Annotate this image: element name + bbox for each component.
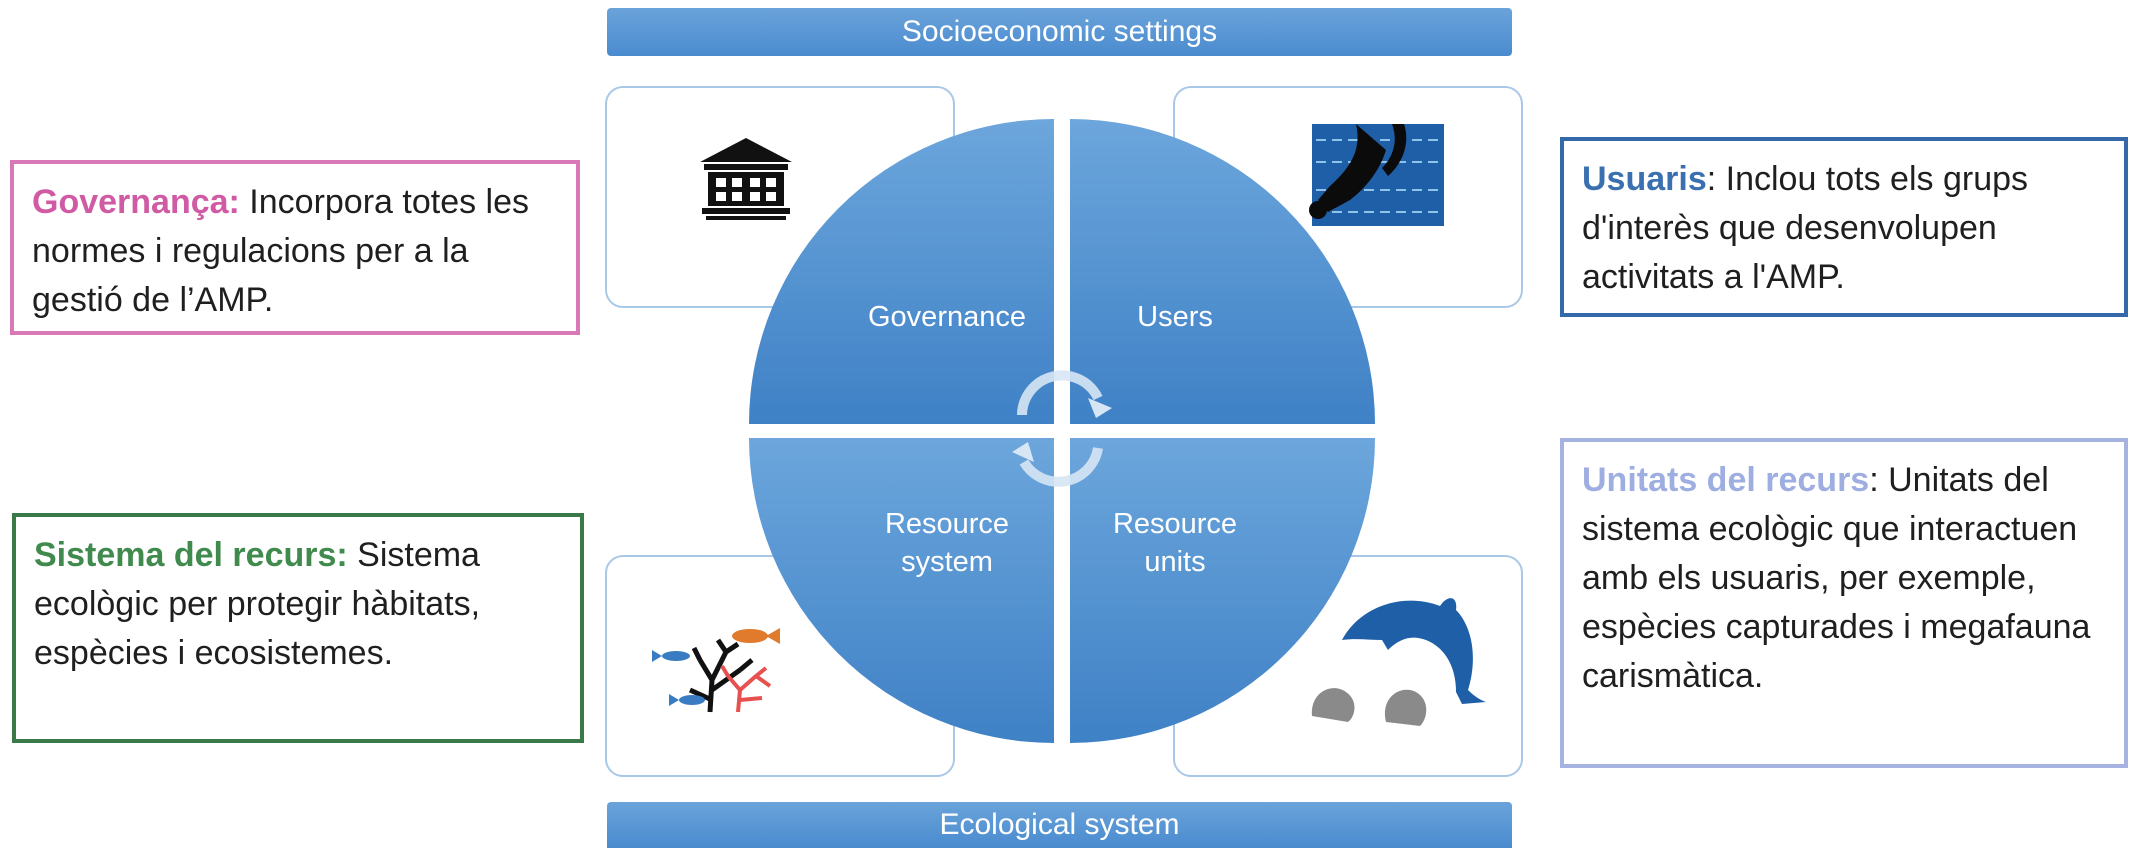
resource-units-description: Unitats del recurs: Unitats del sistema …	[1560, 438, 2128, 768]
socioeconomic-settings-bar: Socioeconomic settings	[607, 8, 1512, 56]
users-term: Usuaris	[1582, 160, 1707, 198]
resource-system-quadrant	[749, 438, 1054, 743]
cycle-arrows-icon	[1017, 370, 1103, 487]
users-label: Users	[1137, 301, 1213, 333]
resource-units-term: Unitats del recurs	[1582, 461, 1870, 499]
socioeconomic-settings-label: Socioeconomic settings	[901, 15, 1218, 48]
resource-units-text: : Unitats del sistema ecològic que inter…	[1582, 461, 2091, 695]
users-text: : Inclou tots els grups d'interès que de…	[1582, 160, 2029, 296]
resource-system-label-line2: system	[901, 546, 993, 578]
arrowhead-icon	[1088, 398, 1112, 418]
resource-system-term: Sistema del recurs:	[34, 536, 348, 574]
resource-system-description: Sistema del recurs: Sistema ecològic per…	[12, 513, 584, 743]
users-description: Usuaris: Inclou tots els grups d'interès…	[1560, 137, 2128, 317]
ecological-system-bar: Ecological system	[607, 802, 1512, 848]
resource-units-quadrant	[1070, 438, 1375, 743]
resource-system-text: Sistema ecològic per protegir hàbitats, …	[34, 536, 481, 672]
governance-label: Governance	[868, 301, 1026, 333]
resource-units-label-line1: Resource	[1113, 508, 1237, 540]
resource-units-label-line2: units	[1144, 546, 1205, 578]
governance-description: Governança: Incorpora totes les normes i…	[10, 160, 580, 335]
shell-icon	[1311, 688, 1427, 726]
diver-icon	[1309, 124, 1444, 226]
arrowhead-icon	[1012, 442, 1034, 462]
governance-text: Incorpora totes les normes i regulacions…	[32, 183, 530, 319]
reef-fish-icon	[652, 628, 780, 713]
users-quadrant	[1070, 119, 1375, 424]
governance-quadrant	[749, 119, 1054, 424]
ecological-system-label: Ecological system	[939, 808, 1180, 841]
dolphin-shells-icon	[1311, 598, 1486, 726]
governance-term: Governança:	[32, 183, 240, 221]
institution-icon	[700, 138, 792, 220]
resource-system-label-line1: Resource	[885, 508, 1009, 540]
